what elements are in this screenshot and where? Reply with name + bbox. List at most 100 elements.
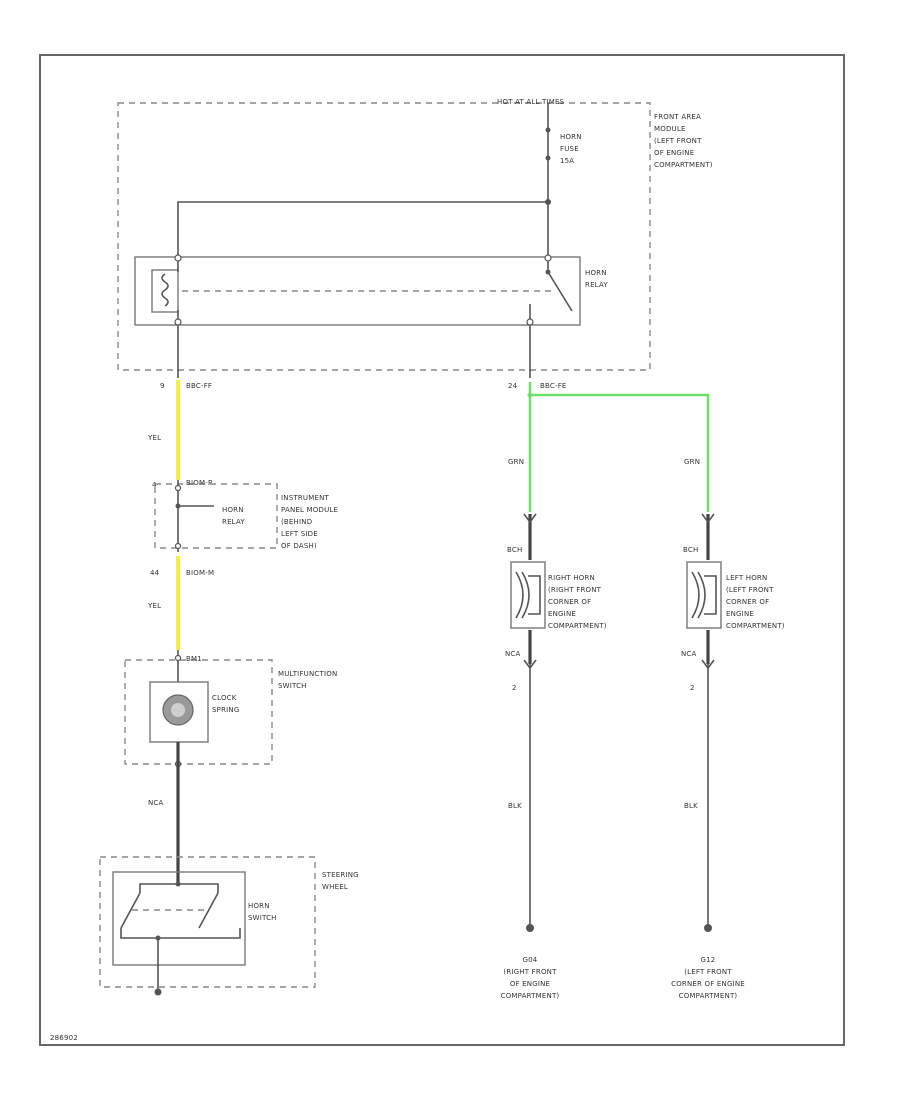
right-horn-label: RIGHT HORN (RIGHT FRONT CORNER OF ENGINE… (548, 574, 607, 630)
ipm-horn-relay-label-line: HORN (222, 506, 244, 514)
mfs-terminal-in (174, 654, 182, 662)
horn-relay-label-line: HORN (585, 269, 607, 277)
clock-spring-icon-inner (171, 703, 185, 717)
relay-terminal (526, 318, 534, 326)
clock-spring-label: CLOCK SPRING (212, 694, 239, 714)
horn-fuse-label-line: HORN (560, 133, 582, 141)
right-ground-label-line: OF ENGINE (510, 980, 550, 988)
connector-bbc-ff-label: BBC-FF (186, 382, 212, 390)
ipm-terminal-out (174, 542, 182, 550)
relay-coil-winding (161, 273, 169, 307)
coil-feed-splice (545, 199, 551, 205)
connector-bm1-label: BM1 (186, 655, 202, 663)
clock-spring-label-line: SPRING (212, 706, 239, 714)
pin-44-label: 44 (150, 569, 160, 577)
multifunction-switch-boundary (124, 659, 273, 765)
green-wire-to-left-horn (530, 393, 710, 512)
front-area-module-label-line: OF ENGINE (654, 149, 694, 157)
wire-color-nca-label: NCA (148, 799, 164, 807)
instrument-panel-module-label: INSTRUMENT PANEL MODULE (BEHIND LEFT SID… (281, 494, 338, 550)
ipm-terminal-in (174, 484, 182, 492)
horn-switch-contact-left (120, 892, 141, 929)
horn-fuse-label: HORN FUSE 15A (560, 133, 582, 165)
pin-2-label: 2 (690, 684, 695, 692)
relay-coil-icon (151, 269, 179, 313)
left-horn-label-line: (LEFT FRONT (726, 586, 774, 594)
steering-wheel-label: STEERING WHEEL (322, 871, 359, 891)
horn-fuse-terminal-top (545, 127, 551, 133)
left-horn-label-line: LEFT HORN (726, 574, 767, 582)
right-horn-connector-tick (523, 513, 537, 524)
ground-point-icon (154, 988, 162, 996)
right-horn-connector-tick-lower (523, 659, 537, 670)
ipm-label-line: OF DASH) (281, 542, 317, 550)
front-area-module-label: FRONT AREA MODULE (LEFT FRONT OF ENGINE … (654, 113, 713, 169)
steering-wheel-label-line: WHEEL (322, 883, 348, 891)
left-ground-point-icon (704, 924, 712, 932)
connector-biom-m-label: BIOM-M (186, 569, 214, 577)
relay-terminal (174, 318, 182, 326)
right-horn-body (510, 561, 546, 629)
left-ground-label-line: (LEFT FRONT (684, 968, 732, 976)
horn-fuse-terminal-bottom (545, 155, 551, 161)
pin-2-label: 2 (512, 684, 517, 692)
right-ground-point-icon (526, 924, 534, 932)
ipm-label-line: LEFT SIDE (281, 530, 318, 538)
figure-id: 286902 (50, 1034, 78, 1042)
front-area-module-label-line: FRONT AREA (654, 113, 701, 121)
left-ground-label: G12 (LEFT FRONT CORNER OF ENGINE COMPART… (671, 956, 745, 1000)
left-ground-label-line: COMPARTMENT) (679, 992, 738, 1000)
mfs-label-line: MULTIFUNCTION (278, 670, 337, 678)
ipm-horn-relay-label-line: RELAY (222, 518, 245, 526)
left-horn-connector-tick (701, 513, 715, 524)
left-horn-label-line: CORNER OF (726, 598, 769, 606)
right-ground-label: G04 (RIGHT FRONT OF ENGINE COMPARTMENT) (501, 956, 560, 1000)
right-horn-label-line: ENGINE (548, 610, 576, 618)
hot-at-all-times-label: HOT AT ALL TIMES (497, 98, 565, 106)
horn-switch-label: HORN SWITCH (248, 902, 277, 922)
clock-spring-label-line: CLOCK (212, 694, 237, 702)
multifunction-switch-label: MULTIFUNCTION SWITCH (278, 670, 337, 690)
relay-switch-pivot (545, 269, 551, 275)
wire-color-blk-label: BLK (508, 802, 522, 810)
left-horn-label-line: ENGINE (726, 610, 754, 618)
right-horn-icon (515, 571, 541, 619)
pin-9-label: 9 (160, 382, 165, 390)
horn-relay-body (134, 256, 581, 326)
right-horn-label-line: COMPARTMENT) (548, 622, 607, 630)
right-horn-label-line: CORNER OF (548, 598, 591, 606)
wire-color-yel-label: YEL (147, 602, 161, 610)
left-horn-body (686, 561, 722, 629)
front-area-module-boundary (117, 102, 651, 371)
right-ground-label-line: G04 (523, 956, 538, 964)
relay-terminal (174, 254, 182, 262)
right-horn-label-line: (RIGHT FRONT (548, 586, 602, 594)
left-ground-label-line: G12 (701, 956, 716, 964)
horn-switch-label-line: HORN (248, 902, 270, 910)
mfs-label-line: SWITCH (278, 682, 307, 690)
front-area-module-label-line: MODULE (654, 125, 686, 133)
steering-wheel-label-line: STEERING (322, 871, 359, 879)
connector-bch-label: BCH (683, 546, 698, 554)
relay-terminal (544, 254, 552, 262)
front-area-module-label-line: COMPARTMENT) (654, 161, 713, 169)
wire-color-grn-label: GRN (684, 458, 700, 466)
ipm-label-line: INSTRUMENT (281, 494, 330, 502)
wire-color-nca-label: NCA (681, 650, 697, 658)
left-horn-label-line: COMPARTMENT) (726, 622, 785, 630)
horn-switch-body (112, 871, 246, 966)
front-area-module-label-line: (LEFT FRONT (654, 137, 702, 145)
wire-color-nca-label: NCA (505, 650, 521, 658)
diagram-frame (39, 54, 845, 1046)
horn-switch-label-line: SWITCH (248, 914, 277, 922)
connector-biom-p-label: BIOM-P (186, 479, 212, 487)
connector-bch-label: BCH (507, 546, 522, 554)
wire-color-grn-label: GRN (508, 458, 524, 466)
wire-color-yel-label: YEL (147, 434, 161, 442)
pin-24-label: 24 (508, 382, 518, 390)
left-horn-label: LEFT HORN (LEFT FRONT CORNER OF ENGINE C… (726, 574, 785, 630)
horn-switch-contact-right (198, 892, 219, 929)
ipm-label-line: PANEL MODULE (281, 506, 338, 514)
ipm-label-line: (BEHIND (281, 518, 312, 526)
